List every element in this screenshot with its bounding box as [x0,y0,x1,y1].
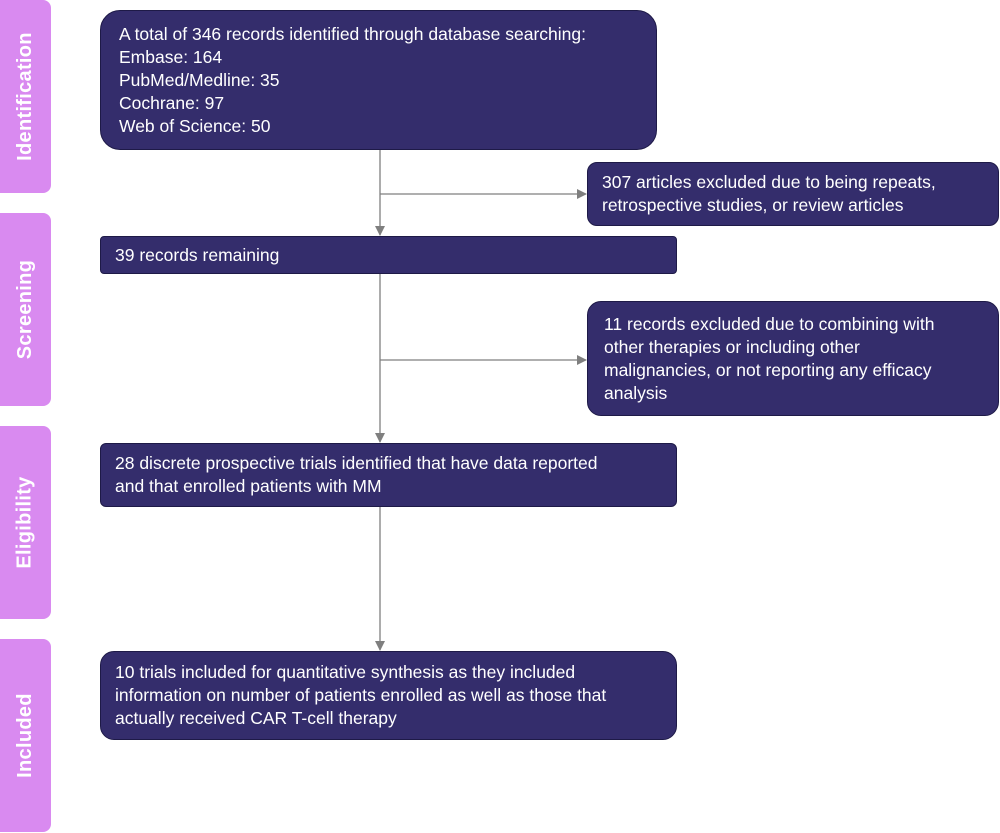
included-line: 10 trials included for quantitative synt… [115,662,576,682]
excluded-1-line: 307 articles excluded due to being repea… [602,172,936,192]
identification-line: A total of 346 records identified throug… [119,23,586,44]
excluded-2-line: malignancies, or not reporting any effic… [604,359,932,380]
identification-line: Web of Science: 50 [119,115,271,136]
phase-tab-eligibility: Eligibility [0,426,51,619]
excluded-1-line: retrospective studies, or review article… [602,195,904,215]
eligibility-box: 28 discrete prospective trials identifie… [100,443,677,507]
identification-line: PubMed/Medline: 35 [119,69,280,90]
excluded-2-line: analysis [604,382,668,403]
included-box: 10 trials included for quantitative synt… [100,651,677,740]
eligibility-line: 28 discrete prospective trials identifie… [115,453,598,473]
excluded-box-1: 307 articles excluded due to being repea… [587,162,999,226]
phase-tab-included: Included [0,639,51,832]
identification-line: Embase: 164 [119,46,223,67]
phase-tab-screening: Screening [0,213,51,406]
screening-box: 39 records remaining [100,236,677,274]
screening-line: 39 records remaining [115,244,280,265]
phase-tab-identification: Identification [0,0,51,193]
identification-box: A total of 346 records identified throug… [100,10,657,150]
excluded-box-2: 11 records excluded due to combining wit… [587,301,999,416]
excluded-2-line: 11 records excluded due to combining wit… [604,313,935,334]
eligibility-line: and that enrolled patients with MM [115,476,382,496]
excluded-2-line: other therapies or including other [604,336,860,357]
included-line: actually received CAR T-cell therapy [115,708,397,728]
included-line: information on number of patients enroll… [115,685,607,705]
identification-line: Cochrane: 97 [119,92,225,113]
